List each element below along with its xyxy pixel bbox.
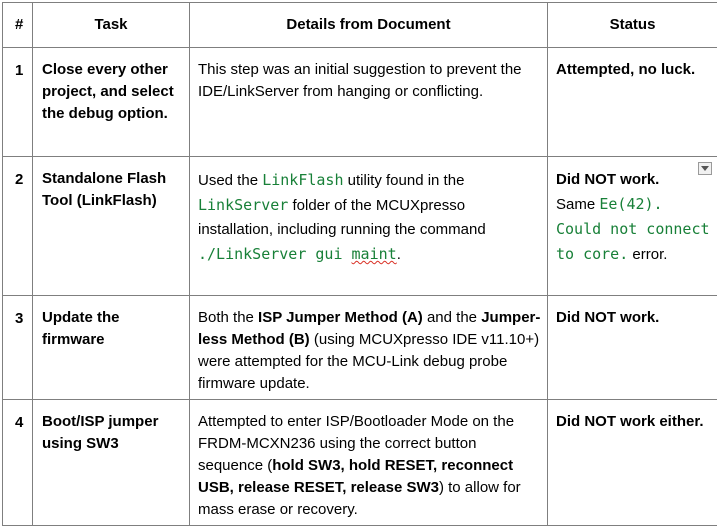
details-cell: Both the ISP Jumper Method (A) and the J…: [189, 295, 548, 400]
header-task: Task: [32, 2, 190, 48]
details-text: utility found in the: [343, 172, 465, 189]
details-bold: Jumper-less Method (B): [198, 309, 541, 348]
task-cell: Boot/ISP jumper using SW3: [32, 399, 190, 526]
details-text: Attempted to enter ISP/Bootloader Mode o…: [198, 413, 515, 474]
details-text: ) to allow for mass erase or recovery.: [198, 479, 521, 518]
status-text: Did NOT work.: [556, 309, 660, 326]
table-row: 2 Standalone Flash Tool (LinkFlash) Used…: [2, 156, 717, 296]
status-text: Did NOT work either.: [556, 413, 704, 430]
status-detail-text: Same: [556, 196, 600, 213]
task-cell: Close every other project, and select th…: [32, 47, 190, 157]
dropdown-arrow-icon[interactable]: [698, 162, 712, 175]
table-row: 4 Boot/ISP jumper using SW3 Attempted to…: [2, 399, 717, 526]
details-cell: Used the LinkFlash utility found in the …: [189, 156, 548, 296]
code-linkflash: LinkFlash: [262, 171, 344, 189]
details-bold: ISP Jumper Method (A): [258, 309, 423, 326]
details-bold: hold SW3, hold RESET, reconnect USB, rel…: [198, 457, 514, 496]
code-linkserver: LinkServer: [198, 196, 289, 214]
status-cell: Did NOT work.: [547, 295, 717, 400]
code-command-maint: maint: [351, 245, 397, 263]
code-command: ./LinkServer gui: [198, 245, 352, 263]
table-row: 1 Close every other project, and select …: [2, 47, 717, 157]
details-text: Both the: [198, 309, 259, 326]
status-cell: Attempted, no luck.: [547, 47, 717, 157]
table-row: 3 Update the firmware Both the ISP Jumpe…: [2, 295, 717, 400]
status-cell: Did NOT work. Same Ee(42). Could not conn…: [547, 156, 717, 296]
header-status: Status: [547, 2, 717, 48]
header-num: #: [2, 2, 33, 48]
status-text: Attempted, no luck.: [556, 61, 696, 78]
details-text: (using MCUXpresso IDE v11.10+) were atte…: [198, 331, 540, 392]
row-number: 1: [2, 47, 33, 157]
details-cell: This step was an initial suggestion to p…: [189, 47, 548, 157]
status-detail-text: error.: [628, 246, 668, 263]
task-cell: Standalone Flash Tool (LinkFlash): [32, 156, 190, 296]
details-cell: Attempted to enter ISP/Bootloader Mode o…: [189, 399, 548, 526]
header-row: # Task Details from Document Status: [2, 2, 717, 48]
row-number: 2: [2, 156, 33, 296]
header-details: Details from Document: [189, 2, 548, 48]
code-error: Ee(42). Could not connect to core.: [556, 195, 710, 263]
status-cell: Did NOT work either.: [547, 399, 717, 526]
details-text: folder of the MCUXpresso installation, i…: [198, 197, 486, 238]
status-text: Did NOT work.: [556, 171, 660, 188]
task-cell: Update the firmware: [32, 295, 190, 400]
row-number: 3: [2, 295, 33, 400]
details-text: Used the: [198, 172, 263, 189]
details-text: .: [396, 246, 401, 263]
details-text: and the: [422, 309, 482, 326]
row-number: 4: [2, 399, 33, 526]
